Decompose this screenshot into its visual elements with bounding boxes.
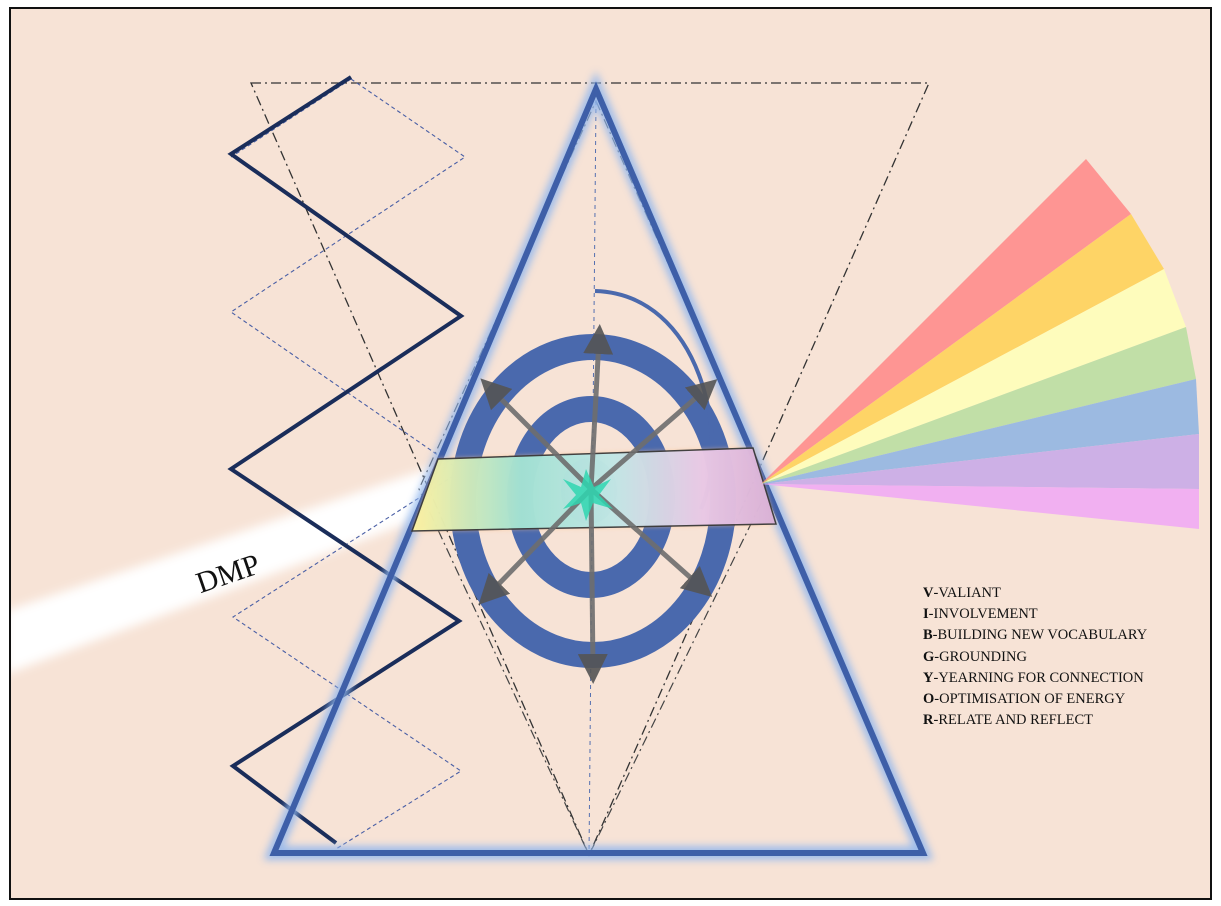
arrow-up-right <box>589 379 718 491</box>
arrow-down <box>577 488 608 684</box>
legend-item: G-GROUNDING <box>923 647 1147 668</box>
legend-item: Y-YEARNING FOR CONNECTION <box>923 668 1147 689</box>
spectrum-ray <box>761 327 1196 484</box>
spectrum-ray <box>761 214 1164 484</box>
legend-text: -RELATE AND REFLECT <box>933 712 1093 729</box>
spectrum-fan <box>761 159 1199 529</box>
center-star <box>563 469 613 521</box>
arrow-up <box>583 324 614 490</box>
legend-text: -YEARNING FOR CONNECTION <box>933 669 1144 686</box>
legend-letter: R <box>923 712 934 729</box>
legend-letter: B <box>923 627 933 644</box>
spectrum-ray <box>761 434 1199 489</box>
legend-item: O-OPTIMISATION OF ENERGY <box>923 689 1147 710</box>
legend-letter: V <box>923 585 934 601</box>
legend-letter: Y <box>923 669 934 686</box>
legend-item: R-RELATE AND REFLECT <box>923 710 1147 731</box>
arrow-down-left <box>478 487 593 605</box>
legend-item: B-BUILDING NEW VOCABULARY <box>923 625 1147 646</box>
prism-diagram <box>11 71 1199 860</box>
legend-letter: I <box>923 606 929 623</box>
legend-text: -INVOLVEMENT <box>928 606 1038 623</box>
spectrum-ray <box>761 379 1199 484</box>
zigzag-line <box>227 75 465 845</box>
spectrum-ray <box>761 484 1199 529</box>
legend-text: -OPTIMISATION OF ENERGY <box>934 691 1126 708</box>
incoming-light-beam <box>11 466 446 673</box>
legend-text: -BUILDING NEW VOCABULARY <box>932 627 1148 644</box>
legend-item: I-INVOLVEMENT <box>923 604 1147 625</box>
inverted-triangle-outline <box>250 82 930 857</box>
spectrum-ray <box>761 159 1131 484</box>
legend-letter: G <box>923 648 935 665</box>
legend-text: -VALIANT <box>933 585 1001 601</box>
spectrum-ray <box>761 269 1186 484</box>
arrow-up-left <box>480 378 593 491</box>
legend-letter: O <box>923 691 935 708</box>
legend-item: V-VALIANT <box>923 583 1147 604</box>
legend-text: -GROUNDING <box>934 648 1027 665</box>
